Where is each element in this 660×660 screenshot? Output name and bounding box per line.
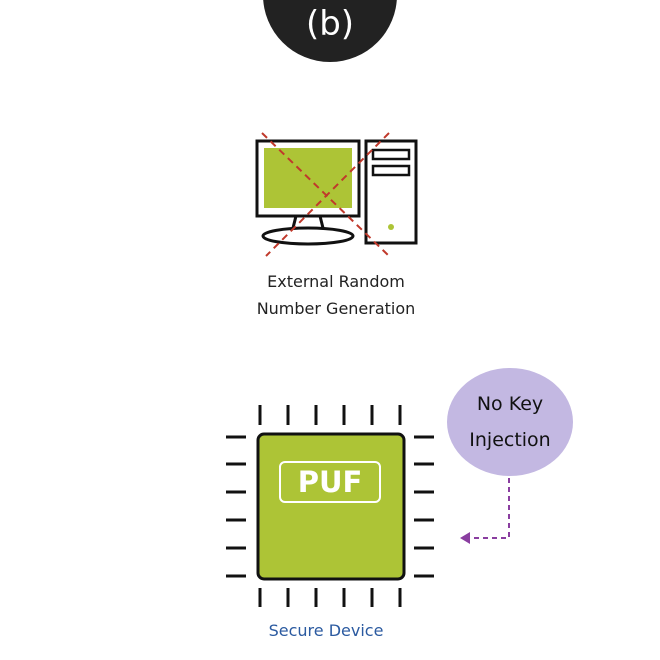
no-key-injection-bubble: No Key Injection <box>447 368 573 476</box>
secure-device-caption: Secure Device <box>268 621 384 640</box>
chip-icon <box>226 405 434 607</box>
external-rng-caption: External Random Number Generation <box>236 268 436 322</box>
drive-bay-2 <box>371 164 411 177</box>
puf-label: PUF <box>297 465 363 499</box>
drive-bay-1 <box>371 148 411 161</box>
chip-left-pins <box>226 435 246 578</box>
external-caption-line-2: Number Generation <box>256 299 416 318</box>
puf-box <box>279 461 381 503</box>
external-caption-line-1: External Random <box>267 272 405 291</box>
bubble-line-1: No Key <box>476 393 544 415</box>
desktop-computer-icon <box>255 132 418 258</box>
bubble-line-2: Injection <box>469 429 551 451</box>
injection-arrow <box>460 478 510 544</box>
cross-line-2 <box>265 132 390 257</box>
arrow-line <box>470 478 510 539</box>
chip-bottom-pins <box>258 588 402 607</box>
chip-top-pins <box>258 405 402 425</box>
chip-body <box>256 432 406 581</box>
power-led <box>388 224 394 230</box>
chip-right-pins <box>414 435 434 578</box>
arrow-head <box>460 532 470 544</box>
panel-label: (b) <box>305 4 355 44</box>
monitor-base <box>261 226 355 246</box>
